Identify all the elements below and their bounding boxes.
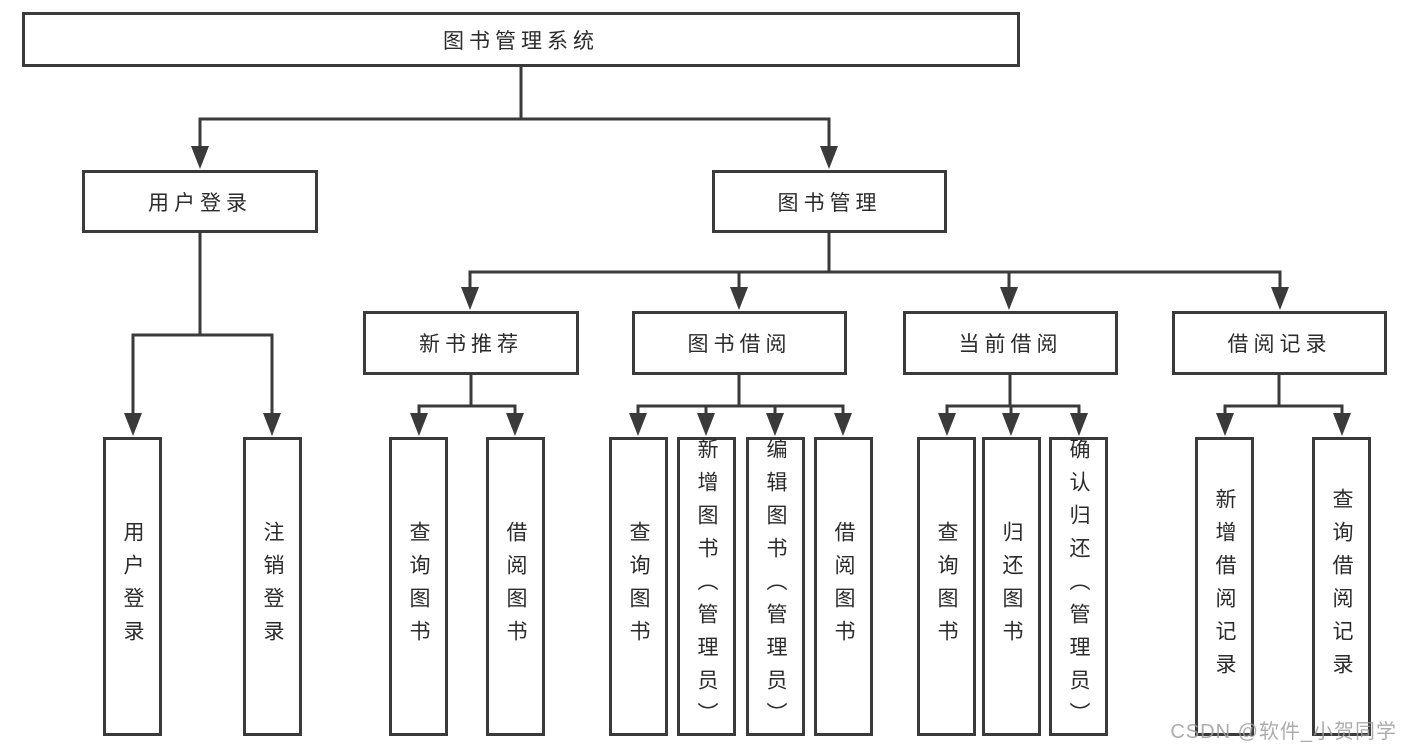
node-label: 借阅图书 — [504, 520, 527, 653]
arrow-down-icon — [1002, 413, 1020, 436]
node-confirm-return-admin: 确认归还（管理员） — [1049, 437, 1108, 736]
arrow-down-icon — [1333, 413, 1351, 436]
node-label: 借阅图书 — [832, 520, 855, 653]
node-logout-leaf: 注销登录 — [243, 437, 302, 736]
arrow-down-icon — [410, 413, 428, 436]
node-borrow-books-recommend: 借阅图书 — [486, 437, 545, 736]
node-user-login: 用户登录 — [82, 170, 318, 233]
node-label: 注销登录 — [261, 520, 284, 653]
connector-new-book-to-leaves — [417, 373, 517, 430]
connector-book-management-to-level3 — [468, 231, 1282, 304]
node-new-book-recommendation: 新书推荐 — [363, 311, 579, 375]
node-query-borrow-record: 查询借阅记录 — [1312, 437, 1371, 736]
node-query-books-recommend: 查询图书 — [389, 437, 448, 736]
connector-borrow-records-to-leaves — [1223, 373, 1344, 430]
arrow-down-icon — [730, 287, 748, 310]
arrow-down-icon — [697, 413, 715, 436]
node-label: 查询借阅记录 — [1330, 487, 1353, 686]
node-book-management: 图书管理 — [712, 170, 947, 233]
node-query-books-current: 查询图书 — [917, 437, 976, 736]
arrow-down-icon — [1216, 413, 1234, 436]
node-label: 确认归还（管理员） — [1067, 438, 1090, 735]
arrow-down-icon — [834, 413, 852, 436]
connector-user-login-to-leaves — [131, 231, 274, 430]
arrow-down-icon — [124, 413, 142, 436]
node-query-books-borrowing: 查询图书 — [609, 437, 668, 736]
node-add-book-admin: 新增图书（管理员） — [677, 437, 736, 736]
node-label: 用户登录 — [121, 520, 144, 653]
arrow-down-icon — [461, 287, 479, 310]
node-label: 查询图书 — [407, 520, 430, 653]
arrow-down-icon — [1000, 287, 1018, 310]
node-user-login-leaf: 用户登录 — [103, 437, 162, 736]
arrow-down-icon — [1271, 287, 1289, 310]
node-library-management-system: 图书管理系统 — [22, 12, 1020, 67]
arrow-down-icon — [629, 413, 647, 436]
node-return-book: 归还图书 — [982, 437, 1041, 736]
arrow-down-icon — [506, 413, 524, 436]
arrow-down-icon — [938, 413, 956, 436]
watermark: CSDN @软件_小贺同学 — [1170, 721, 1397, 743]
node-label: 编辑图书（管理员） — [764, 438, 787, 735]
node-borrowing-records: 借阅记录 — [1172, 311, 1387, 375]
connector-root-to-level2 — [198, 65, 831, 162]
node-borrow-books-borrowing: 借阅图书 — [814, 437, 873, 736]
arrow-down-icon — [263, 413, 281, 436]
node-edit-book-admin: 编辑图书（管理员） — [746, 437, 805, 736]
node-label: 新增图书（管理员） — [695, 438, 718, 735]
node-label: 查询图书 — [627, 520, 650, 653]
node-label: 新增借阅记录 — [1213, 487, 1236, 686]
arrow-down-icon — [191, 146, 209, 169]
node-book-borrowing: 图书借阅 — [632, 311, 847, 375]
arrow-down-icon — [1070, 413, 1088, 436]
node-label: 归还图书 — [1000, 520, 1023, 653]
node-add-borrow-record: 新增借阅记录 — [1195, 437, 1254, 736]
arrow-down-icon — [820, 146, 838, 169]
node-label: 查询图书 — [935, 520, 958, 653]
connector-book-borrow-to-leaves — [636, 373, 845, 430]
arrowheads — [124, 146, 1351, 436]
node-current-borrowing: 当前借阅 — [903, 311, 1118, 375]
arrow-down-icon — [766, 413, 784, 436]
